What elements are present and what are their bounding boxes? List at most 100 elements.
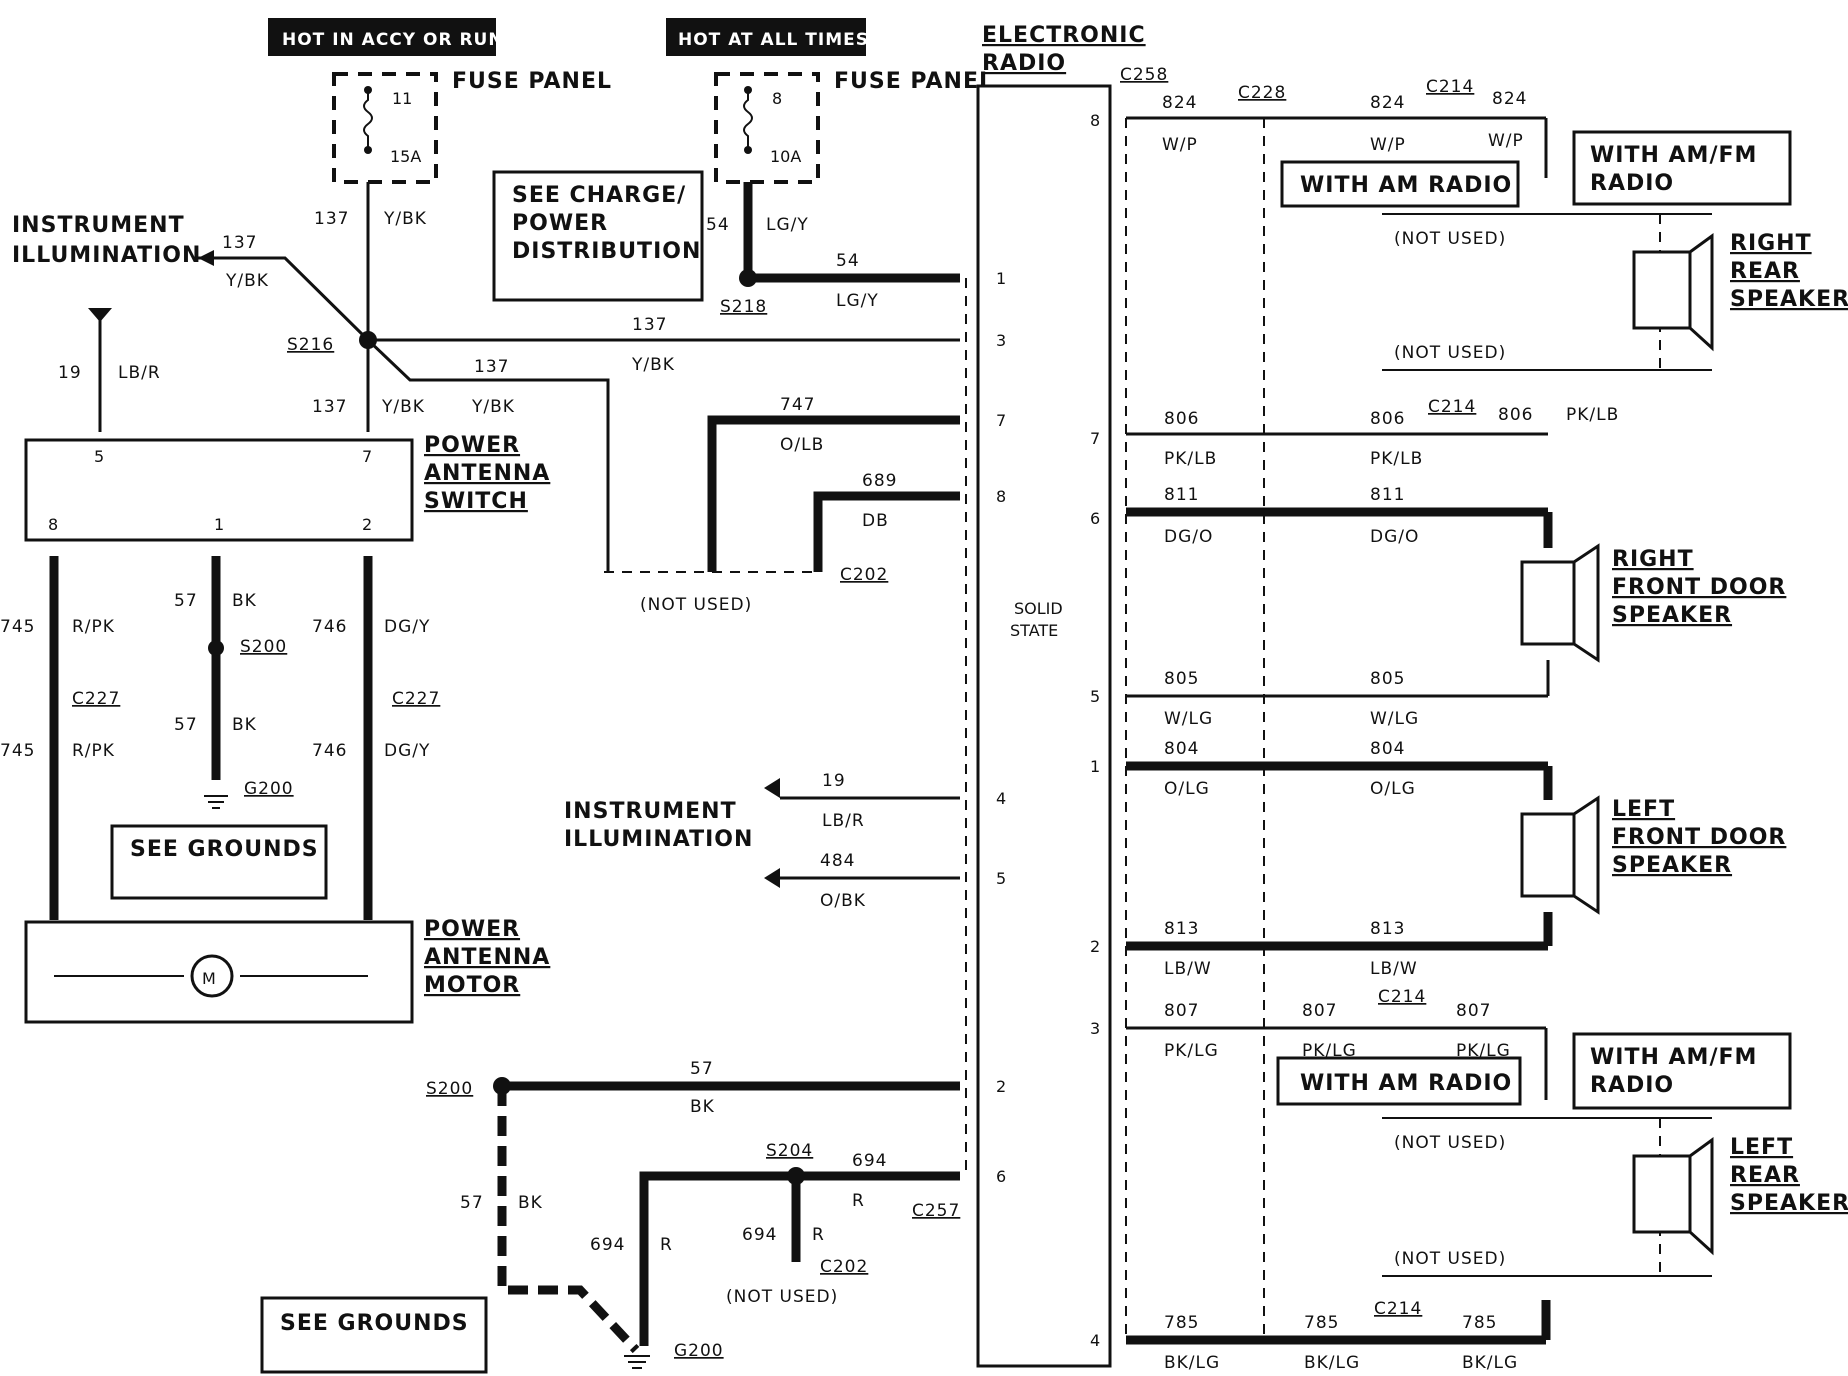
see-charge-box: [492, 170, 704, 302]
wire-137-color-e: Y/BK: [471, 397, 515, 417]
radio-lpin-4: 4: [996, 789, 1006, 808]
wire-806-code-c: 806: [1498, 405, 1533, 425]
radio-lpin-5: 5: [996, 869, 1006, 888]
wire-694-code-b: 694: [742, 1225, 777, 1245]
header-all-times: HOT AT ALL TIMES: [678, 30, 869, 50]
wire-746-code-b: 746: [312, 741, 347, 761]
wire-804-code-b: 804: [1370, 739, 1405, 759]
wire-484-color: O/BK: [820, 891, 866, 911]
wire-19-code-a: 19: [58, 363, 82, 383]
wire-807-code-a: 807: [1164, 1001, 1199, 1021]
see-charge-3: DISTRIBUTION: [512, 239, 701, 264]
c257-label: C257: [912, 1201, 960, 1221]
s200-b-label: S200: [426, 1079, 473, 1099]
wire-824-color-b: W/P: [1370, 135, 1406, 155]
radio-lpin-7: 7: [996, 411, 1006, 430]
wire-137-color-a: Y/BK: [383, 209, 427, 229]
amfm1-l2: RADIO: [1590, 171, 1674, 196]
radio-lpin-8: 8: [996, 487, 1006, 506]
wire-785-code-b: 785: [1304, 1313, 1339, 1333]
g200-a-label: G200: [244, 779, 294, 799]
wire-824-code-a: 824: [1162, 93, 1197, 113]
wire-811-code-a: 811: [1164, 485, 1199, 505]
wire-807-code-b: 807: [1302, 1001, 1337, 1021]
c214-c-label: C214: [1378, 987, 1426, 1007]
motor-label-2: ANTENNA: [424, 945, 550, 970]
with-am-radio-2-box: [1276, 1056, 1522, 1106]
switch-pin-5: 5: [94, 447, 104, 466]
wire-137-color-c: Y/BK: [631, 355, 675, 375]
c258-label: C258: [1120, 65, 1168, 85]
s200-a-label: S200: [240, 637, 287, 657]
radio-rpin-1: 1: [1090, 757, 1100, 776]
wire-824-color-c: W/P: [1488, 131, 1524, 151]
instr-illum-mid-2: ILLUMINATION: [564, 827, 753, 852]
wire-694: [639, 1171, 960, 1346]
wire-745-code-b: 745: [0, 741, 35, 761]
rf-speaker-2: FRONT DOOR: [1612, 575, 1786, 600]
fuse-left-label: FUSE PANEL: [452, 69, 612, 94]
not-used-1: (NOT USED): [640, 595, 752, 615]
switch-label-3: SWITCH: [424, 489, 528, 514]
radio-lpin-3: 3: [996, 331, 1006, 350]
with-am-radio-1: WITH AM RADIO: [1300, 173, 1512, 198]
rr-speaker-2: REAR: [1730, 259, 1800, 284]
radio-lpin-2: 2: [996, 1077, 1006, 1096]
fuse-panel-left-box: [332, 72, 438, 184]
wire-747-code: 747: [780, 395, 815, 415]
header-all-times-box: [666, 18, 866, 56]
arrow-left-icon: [198, 250, 214, 266]
wire-54-color-a: LG/Y: [766, 215, 809, 235]
fuse-left-icon: [363, 90, 373, 150]
lr-speaker-icon: [1632, 1154, 1692, 1234]
wire-54-code-a: 54: [706, 215, 730, 235]
power-antenna-switch-box: [24, 438, 414, 542]
not-used-lr-b: (NOT USED): [1394, 1249, 1506, 1269]
lr-speaker-2: REAR: [1730, 1163, 1800, 1188]
wire-57-code-b: 57: [174, 715, 198, 735]
wire-805-code-b: 805: [1370, 669, 1405, 689]
wire-57-color-c: BK: [690, 1097, 715, 1117]
wire-137-code-d: 137: [312, 397, 347, 417]
wire-137-color-d: Y/BK: [381, 397, 425, 417]
wire-57-color-a: BK: [232, 591, 257, 611]
wire-805-color-a: W/LG: [1164, 709, 1213, 729]
wire-137-code-e: 137: [474, 357, 509, 377]
wire-824-code-b: 824: [1370, 93, 1405, 113]
fuse-right-label: FUSE PANEL: [834, 69, 994, 94]
wire-824-color-a: W/P: [1162, 135, 1198, 155]
wire-694-code-c: 694: [590, 1235, 625, 1255]
motor-label-3: MOTOR: [424, 973, 520, 998]
motor-symbol: M: [202, 969, 216, 988]
motor-label-1: POWER: [424, 917, 520, 942]
wire-785-color-b: BK/LG: [1304, 1353, 1360, 1373]
wire-811-code-b: 811: [1370, 485, 1405, 505]
wire-19-code-b: 19: [822, 771, 846, 791]
wire-484-code: 484: [820, 851, 855, 871]
wire-689-color: DB: [862, 511, 889, 531]
lf-speaker-1: LEFT: [1612, 797, 1675, 822]
wire-745-code-a: 745: [0, 617, 35, 637]
wire-813-color-b: LB/W: [1370, 959, 1418, 979]
wire-813-code-a: 813: [1164, 919, 1199, 939]
switch-pin-8: 8: [48, 515, 58, 534]
wire-813-color-a: LB/W: [1164, 959, 1212, 979]
radio-lpin-6: 6: [996, 1167, 1006, 1186]
wire-805-code-a: 805: [1164, 669, 1199, 689]
wire-811-color-b: DG/O: [1370, 527, 1419, 547]
wire-804-color-a: O/LG: [1164, 779, 1210, 799]
splice-s200-a: [208, 640, 224, 656]
rf-speaker-1: RIGHT: [1612, 547, 1694, 572]
wire-824-code-c: 824: [1492, 89, 1527, 109]
c214-a-label: C214: [1426, 77, 1474, 97]
see-grounds-1: SEE GROUNDS: [130, 837, 319, 862]
see-grounds-2-box: [260, 1296, 488, 1374]
wire-807-color-a: PK/LG: [1164, 1041, 1219, 1061]
radio-rpin-8: 8: [1090, 111, 1100, 130]
c202-a-label: C202: [840, 565, 888, 585]
wire-694-color-b: R: [812, 1225, 825, 1245]
see-grounds-2: SEE GROUNDS: [280, 1311, 469, 1336]
c227-b-label: C227: [392, 689, 440, 709]
switch-label-2: ANTENNA: [424, 461, 550, 486]
instr-illum-left-2: ILLUMINATION: [12, 243, 201, 268]
